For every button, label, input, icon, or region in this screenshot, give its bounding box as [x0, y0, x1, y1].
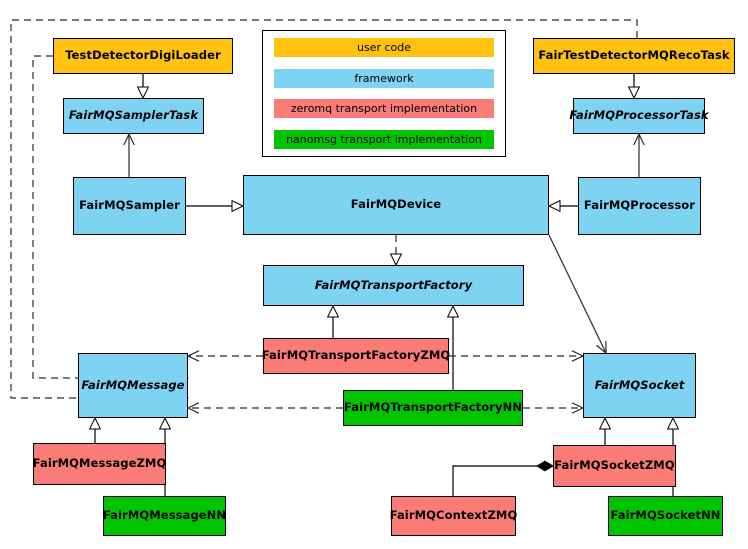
class-box-FairTestDetectorMQRecoTask[interactable]: FairTestDetectorMQRecoTask [533, 38, 735, 74]
class-box-FairMQTransportFactoryNN[interactable]: FairMQTransportFactoryNN [343, 390, 523, 426]
class-box-FairMQMessage[interactable]: FairMQMessage [78, 353, 188, 418]
class-box-FairMQDevice[interactable]: FairMQDevice [243, 175, 549, 235]
dependency-edges [10, 19, 638, 414]
class-box-FairMQMessageZMQ[interactable]: FairMQMessageZMQ [33, 443, 166, 485]
class-box-FairMQSamplerTask[interactable]: FairMQSamplerTask [63, 98, 204, 134]
legend-label-nanomsg: nanomsg transport implementation [286, 132, 482, 146]
legend-item-nanomsg: nanomsg transport implementation [274, 129, 494, 149]
legend-item-user-code: user code [274, 38, 494, 57]
class-box-FairMQSocket[interactable]: FairMQSocket [583, 353, 696, 418]
class-box-FairMQTransportFactory[interactable]: FairMQTransportFactory [263, 265, 524, 306]
legend-item-framework: framework [274, 68, 494, 88]
edge-recotask-to-message [10, 19, 638, 404]
class-label: FairMQMessageNN [102, 508, 227, 523]
class-box-FairMQProcessorTask[interactable]: FairMQProcessorTask [569, 98, 709, 134]
class-label: FairMQDevice [350, 197, 442, 212]
class-label: FairMQMessage [81, 377, 185, 392]
class-box-FairMQSampler[interactable]: FairMQSampler [73, 177, 186, 235]
class-label: FairMQSamplerTask [68, 108, 199, 123]
legend-label-user-code: user code [356, 41, 412, 54]
legend-item-zeromq: zeromq transport implementation [274, 99, 494, 119]
legend-label-framework: framework [354, 71, 414, 85]
class-label: FairMQSampler [79, 198, 180, 213]
class-label: FairTestDetectorMQRecoTask [538, 48, 730, 63]
class-label: FairMQSocketNN [610, 508, 721, 523]
class-box-TestDetectorDigiLoader[interactable]: TestDetectorDigiLoader [53, 38, 233, 74]
class-label: FairMQTransportFactoryNN [343, 400, 523, 415]
class-label: FairMQSocketZMQ [554, 458, 675, 473]
class-label: FairMQTransportFactory [314, 277, 473, 292]
color-legend: user code framework zeromq transport imp… [262, 30, 506, 157]
class-label: TestDetectorDigiLoader [65, 48, 221, 63]
class-box-FairMQProcessor[interactable]: FairMQProcessor [578, 177, 701, 235]
class-label: FairMQProcessorTask [569, 108, 709, 123]
class-label: FairMQMessageZMQ [32, 456, 167, 471]
class-label: FairMQSocket [594, 377, 685, 392]
class-label: FairMQProcessor [583, 198, 696, 213]
association-edges [123, 132, 645, 355]
class-box-FairMQMessageNN[interactable]: FairMQMessageNN [103, 496, 226, 536]
edge-device-to-socket [548, 234, 607, 355]
class-label: FairMQTransportFactoryZMQ [261, 348, 451, 363]
class-label: FairMQContextZMQ [389, 508, 518, 523]
class-box-FairMQContextZMQ[interactable]: FairMQContextZMQ [389, 496, 518, 536]
legend-label-zeromq: zeromq transport implementation [290, 102, 478, 116]
edge-digiloader-to-message [32, 55, 190, 384]
class-box-FairMQTransportFactoryZMQ[interactable]: FairMQTransportFactoryZMQ [261, 338, 451, 374]
class-box-FairMQSocketZMQ[interactable]: FairMQSocketZMQ [553, 445, 676, 487]
class-box-FairMQSocketNN[interactable]: FairMQSocketNN [608, 496, 723, 536]
